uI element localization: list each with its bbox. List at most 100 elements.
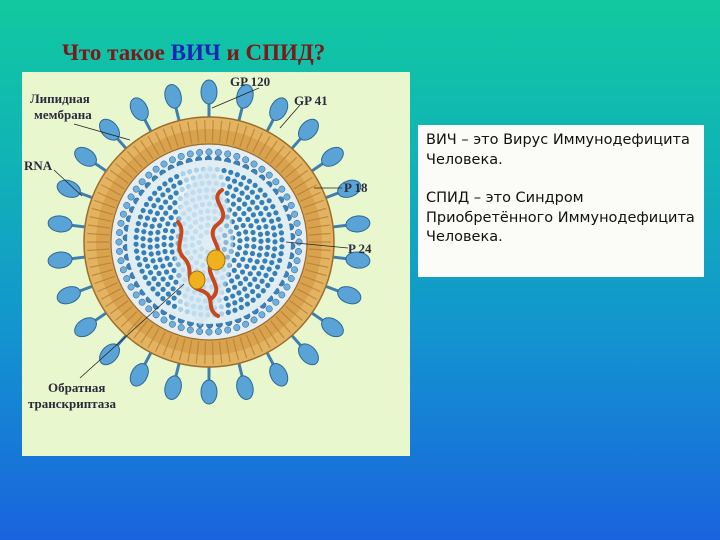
membrane-line: [218, 120, 223, 143]
capsid-protein: [160, 286, 166, 293]
matrix-protein: [177, 324, 185, 332]
capsid-protein: [155, 291, 161, 297]
capsid-protein: [218, 174, 224, 180]
membrane-line: [270, 320, 285, 339]
capsid-protein: [277, 223, 283, 229]
matrix-protein: [287, 275, 295, 283]
membrane-line: [87, 248, 110, 252]
matrix-protein: [168, 320, 176, 328]
capsid-protein: [230, 193, 236, 199]
membrane-line: [289, 169, 309, 184]
slide-title: Что такое ВИЧ и СПИД?: [62, 40, 325, 66]
capsid-protein: [252, 182, 258, 189]
capsid-protein: [243, 276, 249, 282]
rna-strand-1: [207, 188, 226, 300]
label-rt-line1: Обратная: [48, 380, 105, 395]
capsid-protein: [247, 257, 253, 263]
capsid-protein: [233, 224, 239, 230]
membrane-line: [211, 120, 214, 143]
capsid-protein: [264, 230, 270, 237]
membrane-line: [94, 275, 116, 285]
gp41-stalk: [237, 362, 244, 379]
membrane-line: [109, 169, 129, 184]
capsid-protein: [277, 257, 283, 264]
gp120-knob: [56, 179, 81, 198]
gp120-knob: [321, 146, 344, 167]
gp41-stalk: [265, 117, 276, 133]
capsid-protein: [252, 276, 258, 282]
capsid-protein: [162, 199, 169, 205]
matrix-protein: [117, 219, 125, 227]
capsid-protein: [232, 284, 238, 290]
membrane-line: [252, 132, 264, 153]
capsid-protein: [238, 181, 244, 187]
capsid-protein: [251, 236, 257, 243]
matrix-protein: [205, 148, 213, 156]
capsid-protein: [244, 301, 251, 307]
gp120-knob: [164, 375, 182, 400]
capsid-protein: [151, 203, 157, 209]
capsid-protein: [178, 306, 184, 312]
membrane-line: [115, 163, 133, 179]
matrix-protein: [272, 178, 280, 186]
capsid-protein: [263, 272, 269, 278]
capsid-protein: [272, 239, 278, 245]
membrane-line: [307, 224, 330, 229]
capsid-protein: [257, 187, 263, 193]
gp41-stalk: [92, 161, 108, 173]
membrane-line: [264, 140, 278, 160]
capsid-protein: [155, 281, 161, 287]
capsid-protein: [250, 199, 256, 205]
capsid-protein: [218, 311, 225, 317]
matrix-protein: [214, 328, 222, 335]
capsid-protein: [163, 269, 170, 275]
capsid-protein: [239, 269, 246, 275]
membrane-line: [252, 331, 264, 352]
membrane-line: [239, 336, 248, 359]
capsid-protein: [236, 245, 243, 251]
matrix-protein: [265, 305, 273, 313]
capsid-protein: [167, 194, 174, 200]
capsid-protein: [165, 187, 171, 193]
title-prefix: Что такое: [62, 40, 171, 65]
capsid-protein: [154, 210, 160, 217]
capsid-protein: [172, 200, 178, 206]
membrane-line: [302, 275, 324, 285]
capsid-protein: [225, 309, 231, 315]
capsid-protein: [147, 244, 153, 250]
capsid-protein: [177, 298, 183, 305]
matrix-protein: [283, 193, 291, 201]
capsid-protein: [240, 222, 246, 229]
matrix-protein: [265, 171, 273, 179]
gp41-stalk: [142, 351, 153, 367]
matrix-protein: [115, 238, 123, 246]
capsid-protein: [265, 237, 271, 243]
capsid-protein: [260, 288, 266, 294]
label-gp120: GP 120: [230, 74, 270, 89]
capsid-protein: [264, 251, 270, 257]
capsid-protein: [167, 177, 174, 183]
capsid-protein: [238, 297, 244, 303]
capsid-protein: [249, 288, 256, 295]
matrix-protein: [272, 298, 280, 306]
capsid-protein: [161, 241, 167, 248]
matrix-protein: [295, 238, 303, 246]
gp41-stalk: [310, 161, 326, 173]
capsid-protein: [179, 186, 185, 193]
gp41-stalk: [324, 190, 341, 200]
title-highlight: ВИЧ: [170, 40, 221, 65]
capsid-protein: [156, 185, 163, 191]
hiv-diagram: GP 120 GP 41 Липидная мембрана RNA P 18 …: [24, 74, 372, 411]
membrane-line: [140, 324, 154, 344]
gp120-knob: [47, 215, 73, 233]
capsid-protein: [249, 189, 255, 195]
capsid-protein: [236, 231, 242, 237]
matrix-protein: [278, 291, 286, 299]
capsid-protein: [160, 263, 166, 269]
gp41-stalk: [77, 190, 94, 200]
capsid-protein: [268, 276, 275, 283]
matrix-protein: [132, 185, 140, 193]
gp120-knob: [99, 118, 120, 141]
matrix-protein: [224, 326, 232, 334]
gp120-knob: [74, 146, 97, 167]
